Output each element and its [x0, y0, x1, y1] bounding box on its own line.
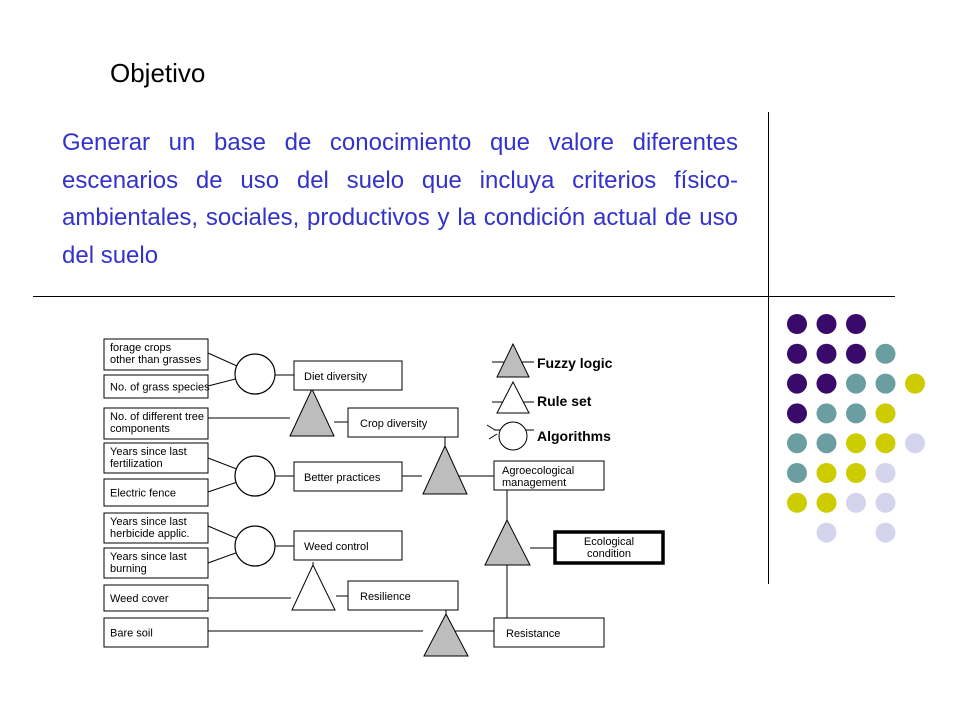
node-crop-diversity — [347, 407, 459, 438]
legend: Fuzzy logic Rule set Algorithms — [486, 342, 613, 451]
decor-dot — [905, 433, 925, 454]
objective-text: Generar un base de conocimiento que valo… — [62, 129, 738, 269]
decor-dot — [787, 463, 807, 483]
input-box — [103, 617, 209, 648]
input-box — [103, 338, 209, 371]
ruleset-node-resilience — [291, 563, 336, 611]
input-label: herbicide applic. — [110, 528, 190, 540]
algorithms-legend-icon — [498, 421, 528, 451]
decor-dot — [905, 373, 925, 394]
input-box — [103, 478, 209, 507]
node-weed-control — [293, 530, 403, 561]
node-label: Ecological — [584, 536, 634, 548]
decor-dot — [787, 403, 807, 424]
fuzzy-node-agro — [422, 444, 468, 495]
input-label: components — [110, 423, 170, 435]
algorithm-node-diet — [234, 353, 276, 395]
fuzzy-node-resistance — [423, 612, 469, 657]
decor-dot — [875, 522, 896, 543]
decor-dot — [816, 373, 837, 394]
node-label: Better practices — [304, 472, 381, 484]
fuzzy-node-crop — [289, 387, 335, 437]
input-box — [103, 374, 209, 399]
node-label: Resilience — [360, 591, 411, 603]
decor-dot — [787, 492, 807, 513]
decor-dot — [875, 463, 896, 483]
horizontal-divider — [33, 296, 895, 297]
input-label: Electric fence — [110, 488, 176, 500]
decorative-dot-grid — [787, 314, 925, 543]
node-agroecological-management — [493, 460, 605, 491]
input-label: forage crops — [110, 342, 172, 354]
decor-dot — [816, 433, 837, 454]
algorithm-node-weed — [234, 525, 276, 567]
decor-dot — [875, 373, 896, 394]
decor-dot — [846, 433, 866, 454]
node-label: Crop diversity — [360, 418, 428, 430]
decor-dot — [846, 492, 866, 513]
node-label: Weed control — [304, 541, 369, 553]
input-label: burning — [110, 563, 147, 575]
fuzzy-logic-legend-icon — [496, 342, 530, 378]
decor-dot — [875, 403, 896, 424]
decor-dot — [816, 343, 837, 364]
decor-dot — [875, 433, 896, 454]
operator-nodes — [289, 387, 531, 657]
decor-dot — [875, 492, 896, 513]
input-label: fertilization — [110, 458, 163, 470]
decor-dot — [816, 314, 837, 334]
input-label: No. of grass species — [110, 382, 210, 394]
algorithm-node-practices — [234, 455, 276, 497]
node-label: condition — [587, 548, 631, 560]
decor-dot — [816, 463, 837, 483]
decor-dot — [846, 343, 866, 364]
node-resistance — [493, 617, 605, 648]
node-label: Diet diversity — [304, 371, 367, 383]
decor-dot — [846, 463, 866, 483]
input-label: Bare soil — [110, 628, 153, 640]
node-better-practices — [293, 461, 403, 492]
decor-dot — [846, 403, 866, 424]
input-label: Years since last — [110, 551, 187, 563]
node-label: management — [502, 477, 566, 489]
fuzzy-node-eco — [484, 518, 531, 566]
algorithm-nodes — [234, 353, 276, 567]
decor-dot — [787, 373, 807, 394]
decor-dot — [846, 314, 866, 334]
input-box — [103, 512, 209, 544]
input-box — [103, 442, 209, 474]
decor-dot — [875, 343, 896, 364]
input-label: Years since last — [110, 516, 187, 528]
input-label: No. of different tree — [110, 411, 204, 423]
decor-dot — [787, 433, 807, 454]
legend-rule-set: Rule set — [537, 393, 592, 409]
input-label: Years since last — [110, 446, 187, 458]
decor-dot — [846, 373, 866, 394]
decor-dot — [816, 403, 837, 424]
decor-dot — [787, 314, 807, 334]
decor-dot — [787, 343, 807, 364]
input-label: other than grasses — [110, 354, 202, 366]
node-diet-diversity — [293, 360, 403, 391]
node-label: Resistance — [506, 628, 560, 640]
decor-dot — [816, 522, 837, 543]
node-resilience — [347, 580, 459, 611]
input-box — [103, 407, 209, 440]
decor-dot — [816, 492, 837, 513]
slide-title: Objetivo — [110, 58, 206, 88]
rule-set-legend-icon — [496, 380, 530, 414]
legend-fuzzy-logic: Fuzzy logic — [537, 355, 613, 371]
input-box — [103, 547, 209, 579]
input-box — [103, 584, 209, 612]
vertical-divider — [768, 112, 769, 584]
input-label: Weed cover — [110, 593, 169, 605]
node-ecological-condition — [553, 530, 665, 565]
legend-algorithms: Algorithms — [537, 428, 611, 444]
node-label: Agroecological — [502, 465, 574, 477]
